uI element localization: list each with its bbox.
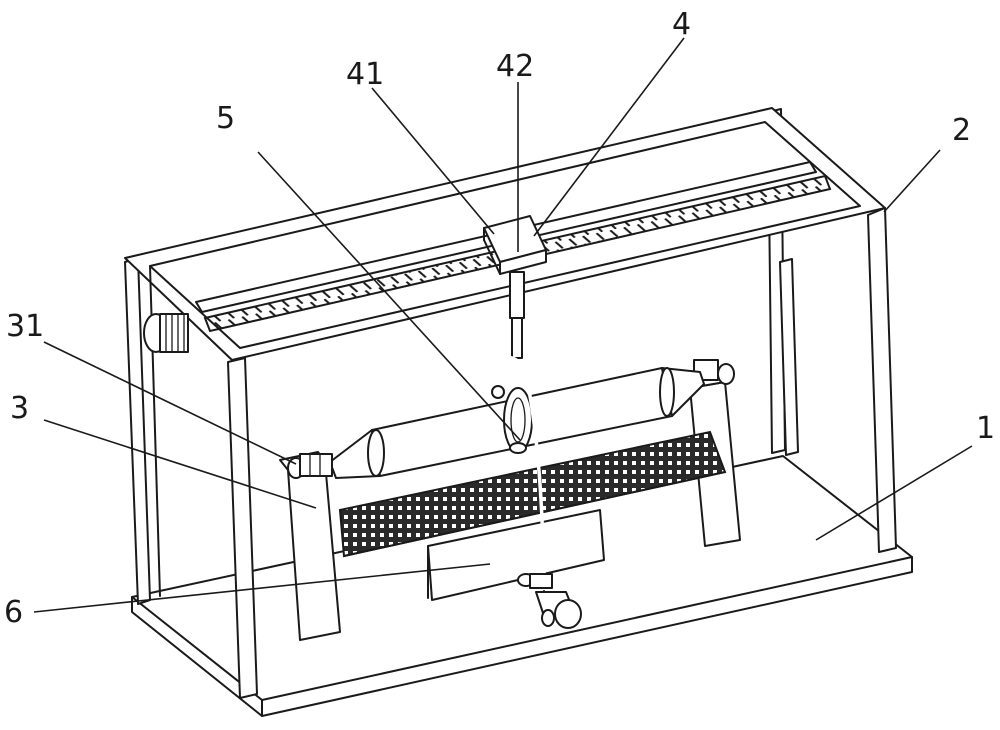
callout-labels: 4 42 41 5 2 31 3 1 6 <box>4 7 995 630</box>
slider-block <box>483 215 547 275</box>
label-6: 6 <box>4 595 23 630</box>
label-41: 41 <box>346 57 384 92</box>
spray-ring <box>503 387 533 454</box>
screw-motor-icon <box>143 313 189 353</box>
leader-lines <box>33 37 973 613</box>
label-5: 5 <box>216 101 235 136</box>
vertical-rod <box>509 271 525 359</box>
label-1: 1 <box>976 411 995 446</box>
label-42: 42 <box>496 49 534 84</box>
clamp-left-icon <box>287 453 333 479</box>
label-2: 2 <box>952 113 971 148</box>
mesh-tray <box>338 430 727 558</box>
hose <box>491 356 546 591</box>
label-31: 31 <box>6 309 44 344</box>
left-support <box>279 451 341 641</box>
pump-icon <box>517 573 582 629</box>
label-4: 4 <box>672 7 691 42</box>
workpiece-cylinder <box>329 367 705 479</box>
label-3: 3 <box>10 391 29 426</box>
